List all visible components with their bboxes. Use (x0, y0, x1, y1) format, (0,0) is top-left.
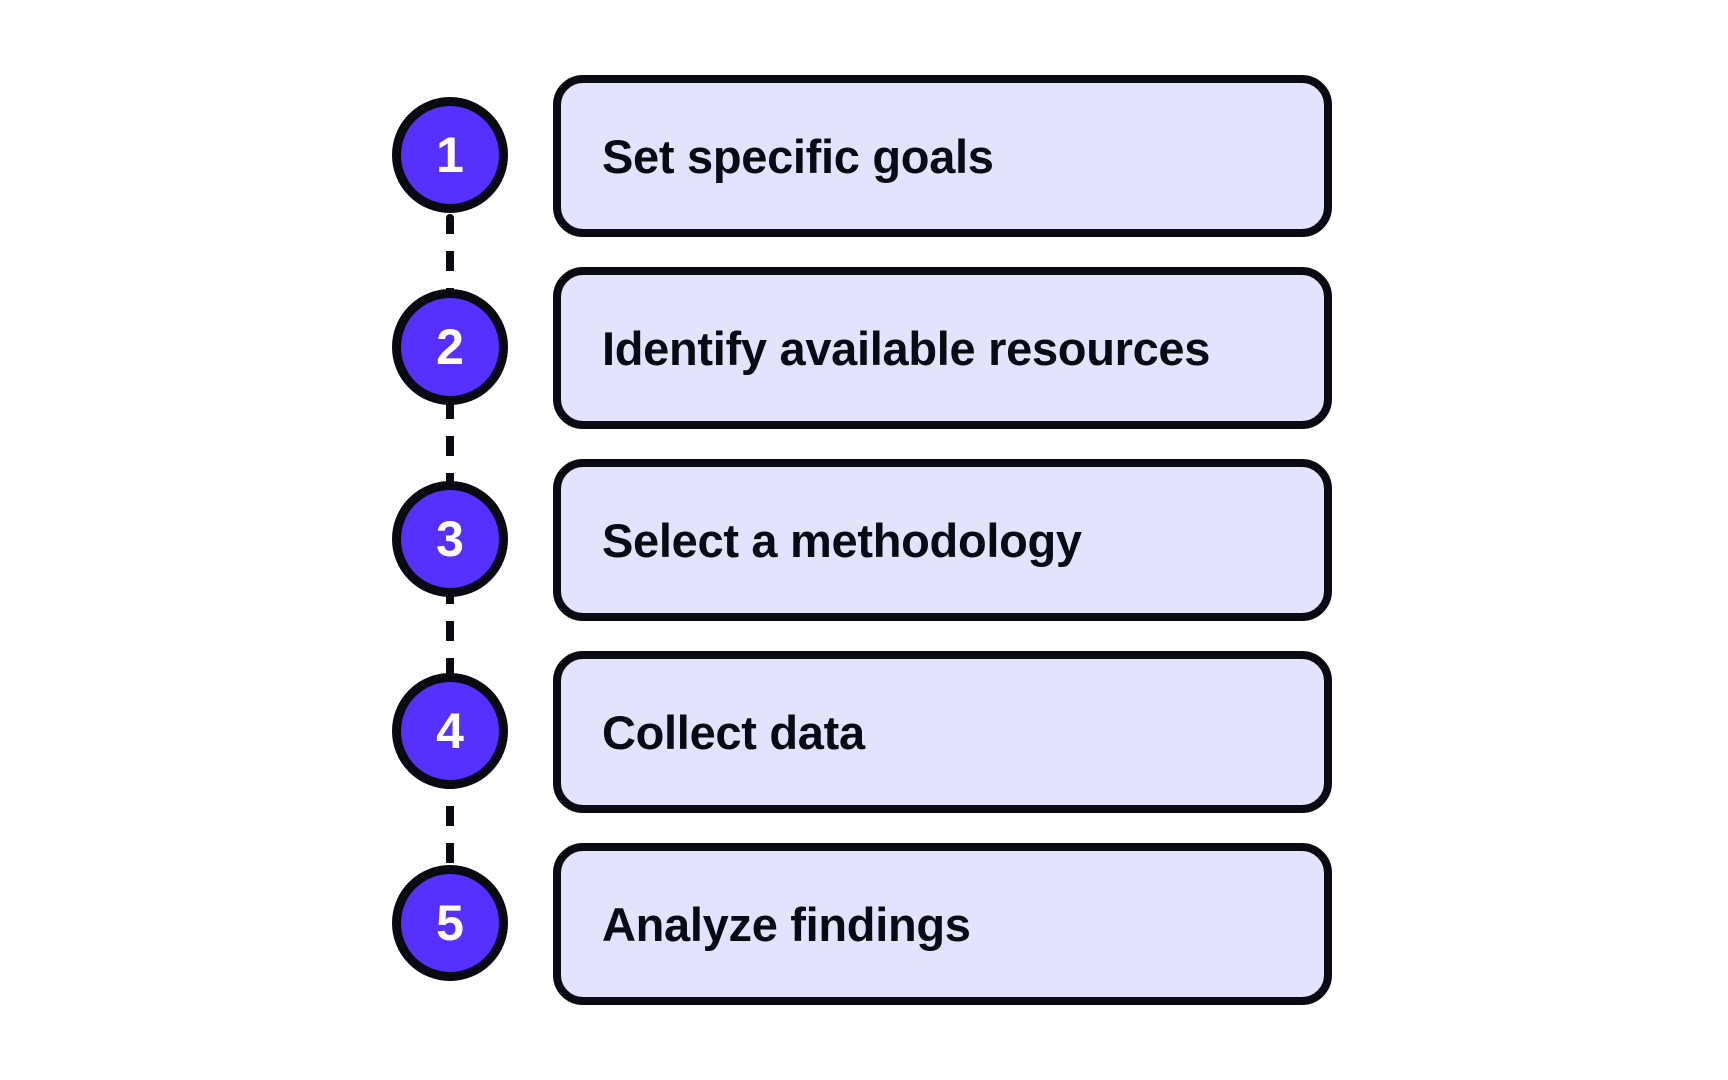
step-4: 4 Collect data (0, 651, 1728, 813)
step-number-badge: 5 (392, 865, 508, 981)
step-number: 4 (436, 703, 464, 759)
step-5: 5 Analyze findings (0, 843, 1728, 1005)
step-label: Select a methodology (602, 513, 1082, 567)
step-2: 2 Identify available resources (0, 267, 1728, 429)
step-label: Analyze findings (602, 897, 971, 951)
step-box: Collect data (553, 651, 1332, 813)
step-box: Analyze findings (553, 843, 1332, 1005)
step-number: 5 (436, 895, 464, 951)
step-box: Identify available resources (553, 267, 1332, 429)
step-number-badge: 1 (392, 97, 508, 213)
step-box: Set specific goals (553, 75, 1332, 237)
step-label: Set specific goals (602, 129, 994, 183)
step-number-badge: 3 (392, 481, 508, 597)
step-number: 1 (436, 127, 464, 183)
step-3: 3 Select a methodology (0, 459, 1728, 621)
step-1: 1 Set specific goals (0, 75, 1728, 237)
step-number-badge: 2 (392, 289, 508, 405)
step-label: Identify available resources (602, 321, 1211, 375)
step-number: 3 (436, 511, 464, 567)
step-label: Collect data (602, 705, 865, 759)
step-box: Select a methodology (553, 459, 1332, 621)
step-number: 2 (436, 319, 464, 375)
step-number-badge: 4 (392, 673, 508, 789)
